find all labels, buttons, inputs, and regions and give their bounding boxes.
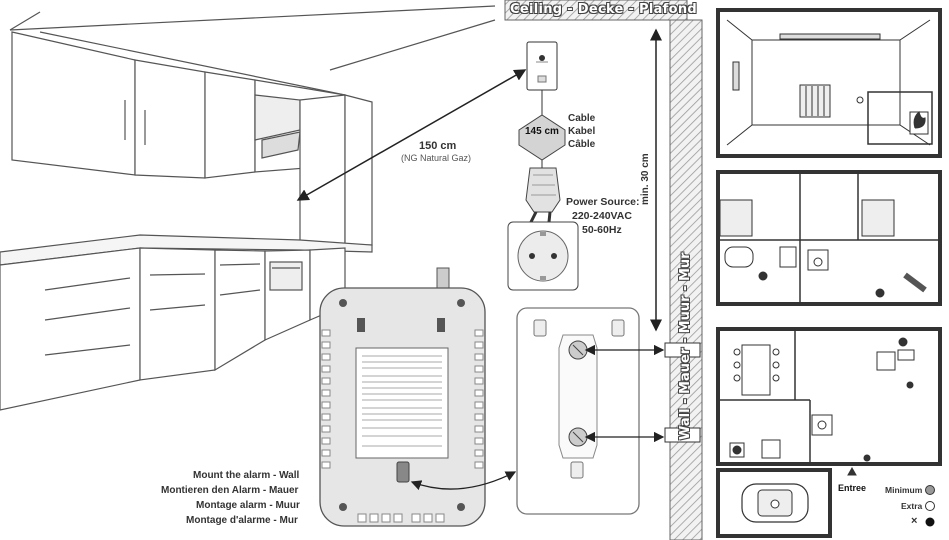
power-frequency: 50-60Hz <box>582 224 622 236</box>
min-distance-label: min. 30 cm <box>640 153 651 205</box>
floor-plan-1 <box>716 8 942 158</box>
cable-label-fr: Câble <box>568 139 596 150</box>
mount-label-nl: Montage alarm - Muur <box>196 500 300 511</box>
wall-plug-top <box>664 342 701 358</box>
cable-label-de: Kabel <box>568 126 596 137</box>
cable-length-badge <box>518 90 566 168</box>
mounting-plate <box>516 307 640 515</box>
distance-note: (NG Natural Gaz) <box>401 153 472 163</box>
legend-minimum: Minimum <box>885 485 923 495</box>
distance-label: 150 cm <box>419 140 457 152</box>
distance-arrow <box>296 69 527 201</box>
wall-band <box>669 19 703 540</box>
wall-label: Wall - Mauer - Muur - Mur <box>678 252 693 440</box>
mount-label-de: Montieren den Alarm - Mauer <box>161 485 299 496</box>
mini-alarm-top <box>526 41 558 91</box>
garage-plan <box>716 468 832 538</box>
legend-cross: × <box>911 515 918 527</box>
wall-plug-bottom <box>664 427 701 443</box>
power-socket <box>507 221 579 291</box>
legend-extra: Extra <box>901 501 923 511</box>
ceiling-label: Ceiling - Decke - Plafond <box>510 2 698 17</box>
power-voltage: 220-240VAC <box>572 210 632 222</box>
cable-length-label: 145 cm <box>525 126 559 137</box>
entrance-label: Entree <box>838 483 867 493</box>
alarm-device-back <box>319 267 486 527</box>
power-title: Power Source: <box>566 196 640 208</box>
floor-plan-3 <box>716 327 942 476</box>
mount-arrow <box>410 471 517 491</box>
mount-label-fr: Montage d'alarme - Mur <box>186 515 298 526</box>
legend-symbols <box>925 485 935 527</box>
mount-label-en: Mount the alarm - Wall <box>193 470 300 481</box>
floor-plan-2 <box>716 170 942 306</box>
cable-label-en: Cable <box>568 113 596 124</box>
